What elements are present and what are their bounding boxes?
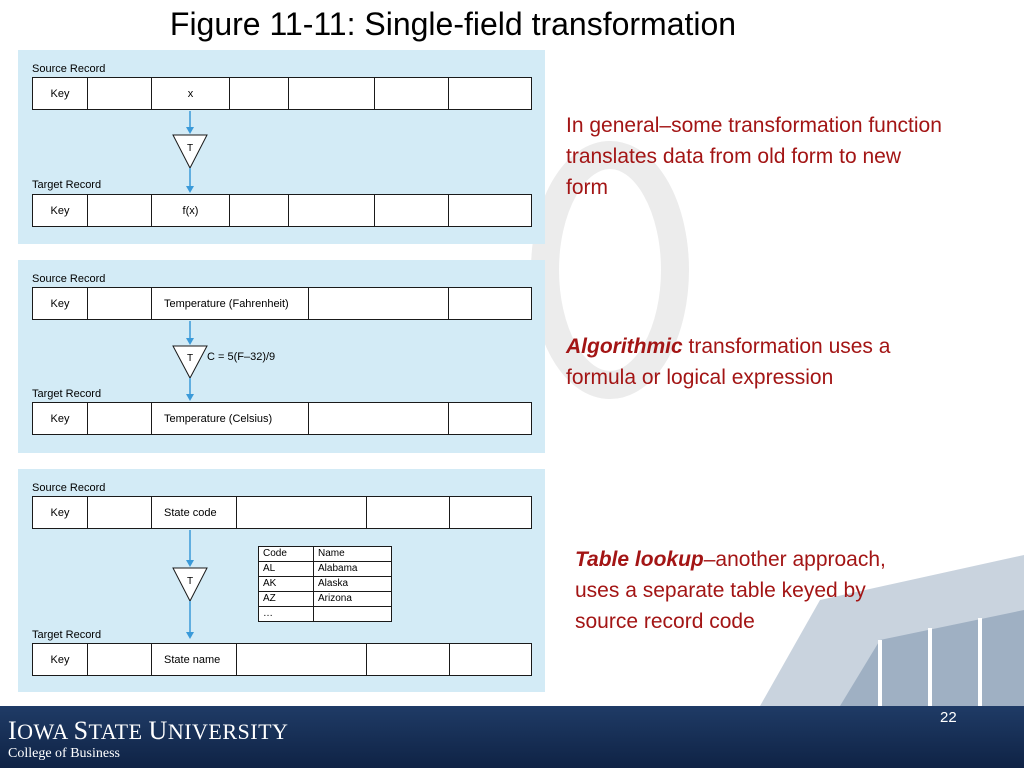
slide-title: Figure 11-11: Single-field transformatio… (169, 6, 737, 42)
note-general: In general–some transformation function … (566, 110, 946, 203)
arrow-head (186, 338, 194, 345)
key-cell: Key (33, 497, 88, 528)
record-cell (230, 78, 289, 109)
source-record: Key Temperature (Fahrenheit) (32, 287, 532, 320)
record-cell (88, 195, 152, 226)
arrow-head (186, 632, 194, 639)
source-field-cell: State code (152, 497, 237, 528)
record-cell (367, 497, 450, 528)
lookup-table-row: AL Alabama (258, 561, 392, 577)
arrow-head (186, 186, 194, 193)
arrow-head (186, 560, 194, 567)
lookup-table: Code Name AL Alabama AK Alaska AZ Arizon… (258, 546, 392, 622)
key-cell: Key (33, 403, 88, 434)
lookup-name-cell: Alaska (313, 576, 392, 592)
panel-algorithmic-transformation: Source Record Key Temperature (Fahrenhei… (18, 260, 545, 453)
record-cell (309, 288, 449, 319)
page-number: 22 (940, 709, 957, 726)
target-field-cell: Temperature (Celsius) (152, 403, 309, 434)
lookup-table-row: AK Alaska (258, 576, 392, 592)
source-field-cell: x (152, 78, 230, 109)
target-record-label: Target Record (32, 179, 102, 191)
note-table-lookup-text: –another approach, uses a separate table… (575, 548, 886, 633)
lookup-code-cell: AL (258, 561, 314, 577)
lookup-header-code: Code (258, 546, 314, 562)
lookup-table-row: AZ Arizona (258, 591, 392, 607)
panel-table-lookup: Source Record Key State code T Code Name… (18, 469, 545, 692)
lookup-name-cell: Arizona (313, 591, 392, 607)
record-cell (367, 644, 450, 675)
source-record-label: Source Record (32, 273, 106, 285)
record-cell (88, 78, 152, 109)
target-record-label: Target Record (32, 388, 102, 400)
record-cell (449, 195, 531, 226)
source-record-label: Source Record (32, 482, 106, 494)
footer-bar (0, 706, 1024, 768)
source-record: Key State code (32, 496, 532, 529)
transformation-formula: C = 5(F–32)/9 (207, 351, 276, 363)
target-record-label: Target Record (32, 629, 102, 641)
key-cell: Key (33, 78, 88, 109)
note-table-lookup: Table lookup–another approach, uses a se… (575, 544, 895, 637)
record-cell (289, 78, 375, 109)
arrow-head (186, 127, 194, 134)
lookup-table-header-row: Code Name (258, 546, 392, 562)
key-cell: Key (33, 195, 88, 226)
record-cell (449, 403, 531, 434)
source-field-cell: Temperature (Fahrenheit) (152, 288, 309, 319)
record-cell (289, 195, 375, 226)
record-cell (88, 644, 152, 675)
record-cell (88, 497, 152, 528)
transform-connector: T (172, 530, 208, 639)
key-cell: Key (33, 644, 88, 675)
record-cell (237, 644, 367, 675)
record-cell (450, 644, 531, 675)
key-cell: Key (33, 288, 88, 319)
target-record: Key f(x) (32, 194, 532, 227)
target-field-cell: State name (152, 644, 237, 675)
lookup-table-row: … (258, 606, 392, 622)
transform-triangle-icon (172, 567, 208, 603)
source-record: Key x (32, 77, 532, 110)
transform-triangle-icon (172, 345, 208, 380)
record-cell (88, 403, 152, 434)
lookup-code-cell: AK (258, 576, 314, 592)
record-cell (88, 288, 152, 319)
university-logo: IOWA STATE UNIVERSITY (8, 716, 289, 745)
record-cell (375, 195, 449, 226)
record-cell (375, 78, 449, 109)
panel-generic-transformation: Source Record Key x T Target Record Key … (18, 50, 545, 244)
transform-connector: T (172, 111, 208, 193)
transform-label: T (187, 576, 193, 587)
note-table-lookup-term: Table lookup (575, 548, 704, 571)
target-record: Key State name (32, 643, 532, 676)
record-cell (230, 195, 289, 226)
record-cell (309, 403, 449, 434)
note-algorithmic: Algorithmic transformation uses a formul… (566, 331, 966, 393)
note-algorithmic-term: Algorithmic (566, 335, 683, 358)
lookup-code-cell: AZ (258, 591, 314, 607)
note-algorithmic-text: transformation uses a formula or logical… (566, 335, 891, 389)
target-field-cell: f(x) (152, 195, 230, 226)
lookup-name-cell (313, 606, 392, 622)
record-cell (237, 497, 367, 528)
college-name: College of Business (8, 746, 120, 761)
lookup-name-cell: Alabama (313, 561, 392, 577)
source-record-label: Source Record (32, 63, 106, 75)
lookup-code-cell: … (258, 606, 314, 622)
lookup-header-name: Name (313, 546, 392, 562)
note-general-text: In general–some transformation function … (566, 114, 942, 199)
transform-triangle-icon (172, 134, 208, 170)
transform-connector: T (172, 321, 208, 401)
target-record: Key Temperature (Celsius) (32, 402, 532, 435)
arrow-head (186, 394, 194, 401)
transform-label: T (187, 143, 193, 154)
transform-label: T (187, 353, 193, 364)
